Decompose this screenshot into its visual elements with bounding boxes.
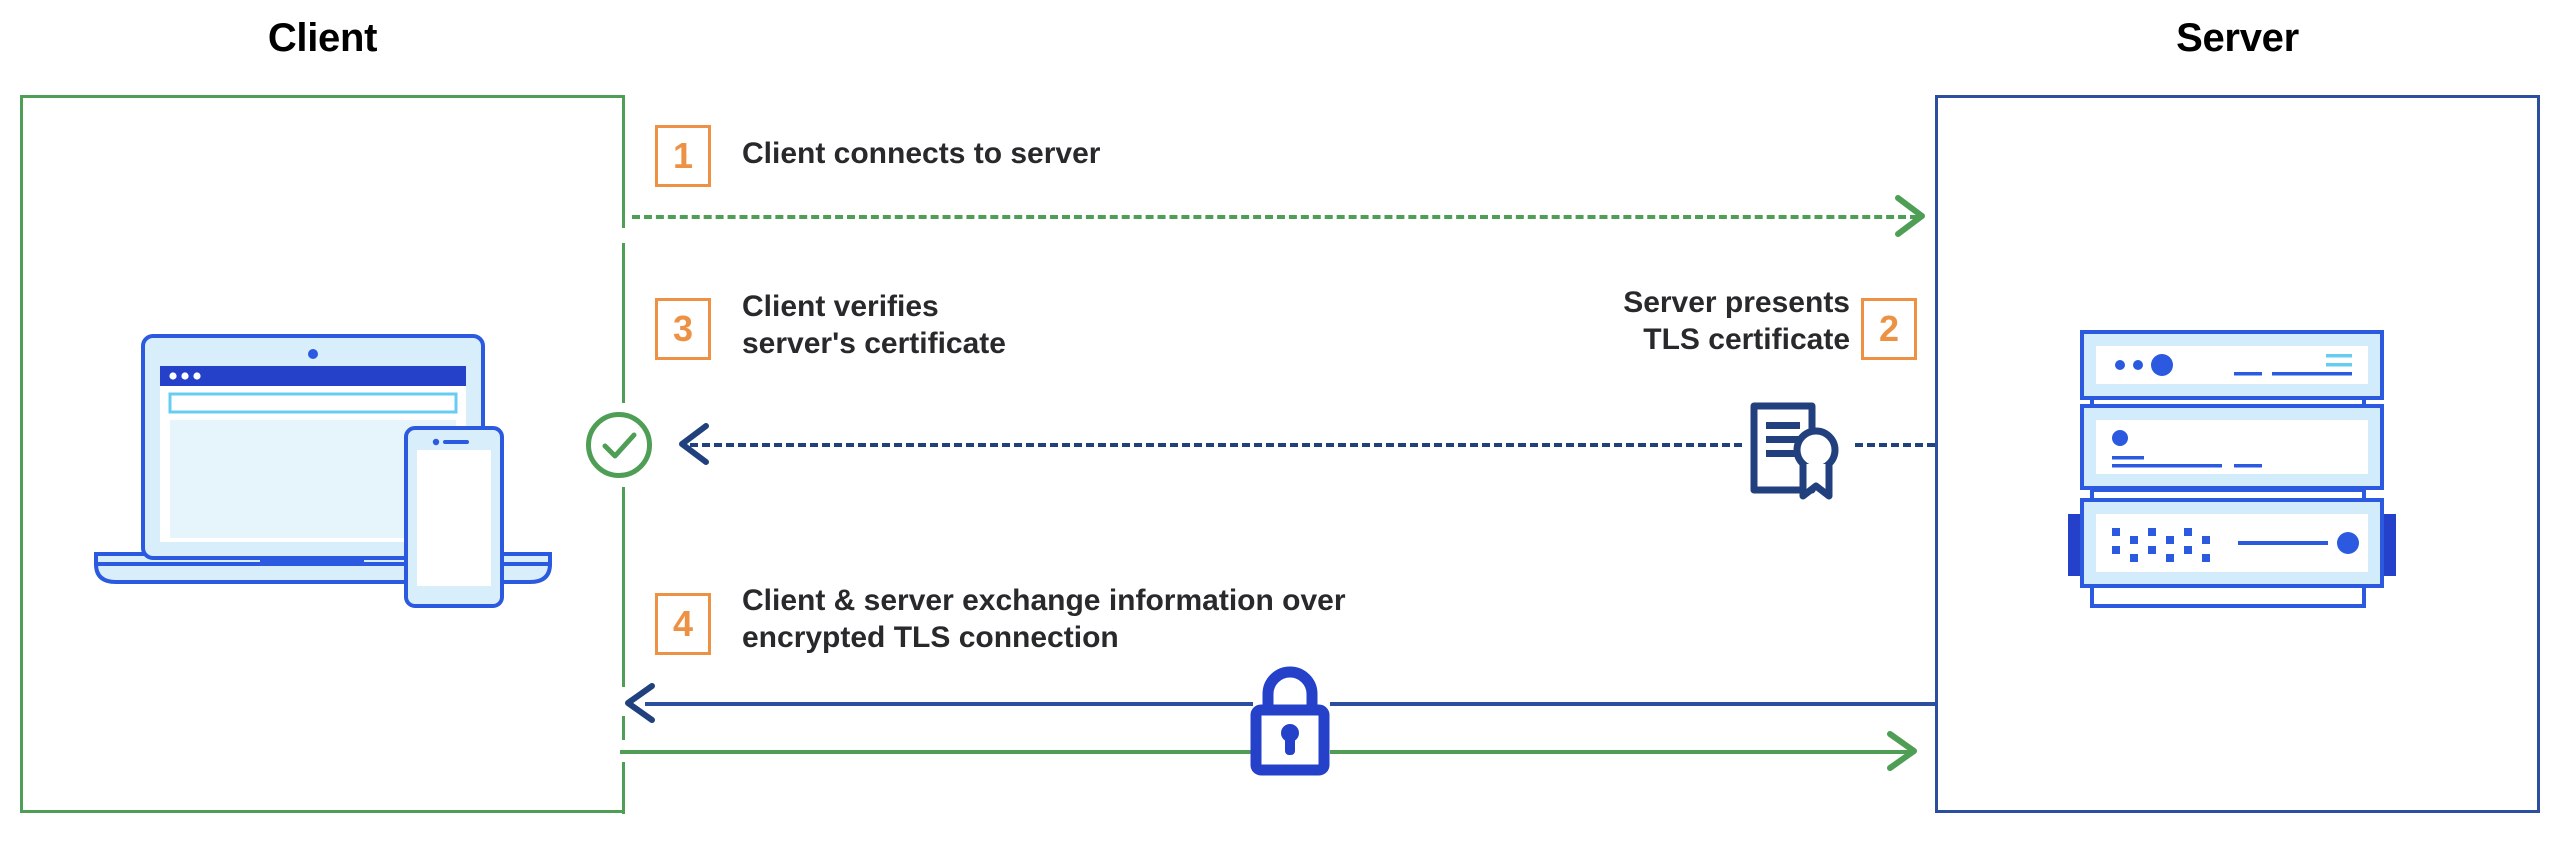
server-panel-title: Server (2176, 16, 2299, 60)
server-boundary-box (1935, 95, 2540, 813)
flow-line-step2-left (690, 443, 1742, 447)
arrowhead-left-navy-step3 (679, 423, 709, 465)
padlock-icon (1240, 660, 1340, 780)
step-3-badge: 3 (655, 298, 711, 360)
arrowhead-left-navy-step4 (625, 683, 655, 723)
flow-line-step4-green-left (620, 750, 1253, 754)
client-rail-segment-lower (622, 487, 625, 687)
flow-line-step2-right (1855, 443, 1935, 447)
tls-certificate-icon (1740, 398, 1848, 506)
server-stack-icon (2052, 322, 2412, 622)
flow-line-step4-navy-right (1330, 702, 1935, 706)
flow-line-step4-green-right (1330, 750, 1910, 754)
step-2-label: Server presents TLS certificate (1623, 286, 1850, 357)
rail-gap-1 (620, 228, 632, 246)
laptop-and-phone-icon (88, 328, 558, 628)
flow-line-step4-navy-left (645, 702, 1253, 706)
step-3-label: Client verifies server's certificate (742, 290, 1006, 361)
client-rail-segment-bottom (622, 762, 625, 814)
step-4-badge: 4 (655, 593, 711, 655)
step-1-label: Client connects to server (742, 137, 1101, 170)
green-check-circle-icon (586, 412, 652, 478)
step-1-badge: 1 (655, 125, 711, 187)
step-4-label: Client & server exchange information ove… (742, 584, 1346, 655)
client-panel-title: Client (267, 16, 378, 60)
client-rail-segment-upper (622, 243, 625, 403)
flow-line-step1 (632, 215, 1918, 219)
arrowhead-right-green-step4 (1887, 731, 1917, 771)
step-2-badge: 2 (1861, 298, 1917, 360)
arrowhead-right-green-step1 (1895, 195, 1925, 237)
